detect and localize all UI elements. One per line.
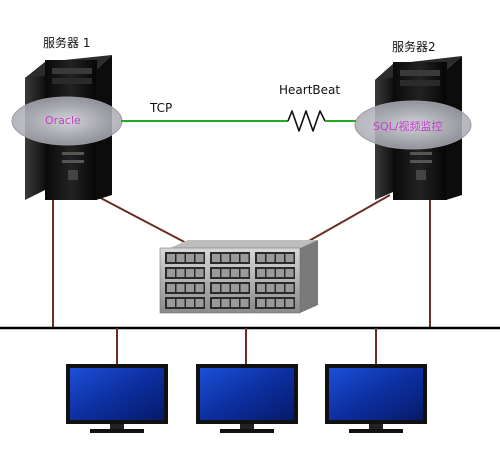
client-monitor-1 xyxy=(66,364,168,433)
disk-slot xyxy=(257,284,265,292)
disk-slot xyxy=(212,254,220,262)
disk-slot xyxy=(231,254,239,262)
disk-slot xyxy=(176,299,185,307)
disk-slot xyxy=(186,269,194,277)
disk-slot xyxy=(276,254,284,262)
disk-slot xyxy=(212,269,220,277)
server1-role-label: Oracle xyxy=(45,114,81,127)
disk-slot xyxy=(257,269,265,277)
disk-slot xyxy=(221,284,230,292)
server2-title: 服务器2 xyxy=(392,40,436,54)
disk-slot xyxy=(176,269,185,277)
disk-slot xyxy=(276,284,284,292)
disk-slot xyxy=(167,269,175,277)
disk-slot xyxy=(240,299,249,307)
tcp-label: TCP xyxy=(150,101,173,115)
client-monitor-3 xyxy=(325,364,427,433)
server2-storage-cable xyxy=(299,194,391,247)
disk-slot xyxy=(240,269,249,277)
disk-slot xyxy=(285,299,294,307)
disk-slot xyxy=(276,299,284,307)
disk-slot xyxy=(186,254,194,262)
storage-array xyxy=(159,240,318,314)
disk-slot xyxy=(231,299,239,307)
disk-slot xyxy=(257,299,265,307)
disk-slot xyxy=(195,299,204,307)
disk-slot xyxy=(266,299,275,307)
disk-slot xyxy=(186,284,194,292)
disk-slot xyxy=(231,269,239,277)
disk-slot xyxy=(167,254,175,262)
disk-slot xyxy=(285,269,294,277)
disk-slot xyxy=(167,299,175,307)
heartbeat-zigzag xyxy=(287,110,326,132)
client-monitor-2 xyxy=(196,364,298,433)
server1-storage-cable xyxy=(94,194,193,247)
disk-slot xyxy=(285,284,294,292)
disk-slot xyxy=(212,299,220,307)
disk-slot xyxy=(266,254,275,262)
disk-slot xyxy=(240,254,249,262)
disk-slot xyxy=(195,284,204,292)
disk-slot xyxy=(176,254,185,262)
disk-slot xyxy=(257,254,265,262)
disk-slot xyxy=(266,284,275,292)
server1-title: 服务器 1 xyxy=(43,36,91,50)
disk-slot xyxy=(285,254,294,262)
disk-slot xyxy=(176,284,185,292)
heartbeat-label: HeartBeat xyxy=(279,83,341,97)
disk-slot xyxy=(186,299,194,307)
server2-role-label: SQL/视频监控 xyxy=(373,120,443,133)
disk-slot xyxy=(240,284,249,292)
disk-slot xyxy=(167,284,175,292)
disk-slot xyxy=(195,254,204,262)
server2-role-oval xyxy=(354,100,472,150)
disk-slot xyxy=(231,284,239,292)
disk-slot xyxy=(221,299,230,307)
disk-slot xyxy=(221,269,230,277)
disk-slot xyxy=(266,269,275,277)
disk-slot xyxy=(221,254,230,262)
disk-slot xyxy=(195,269,204,277)
disk-slot xyxy=(276,269,284,277)
disk-slot xyxy=(212,284,220,292)
